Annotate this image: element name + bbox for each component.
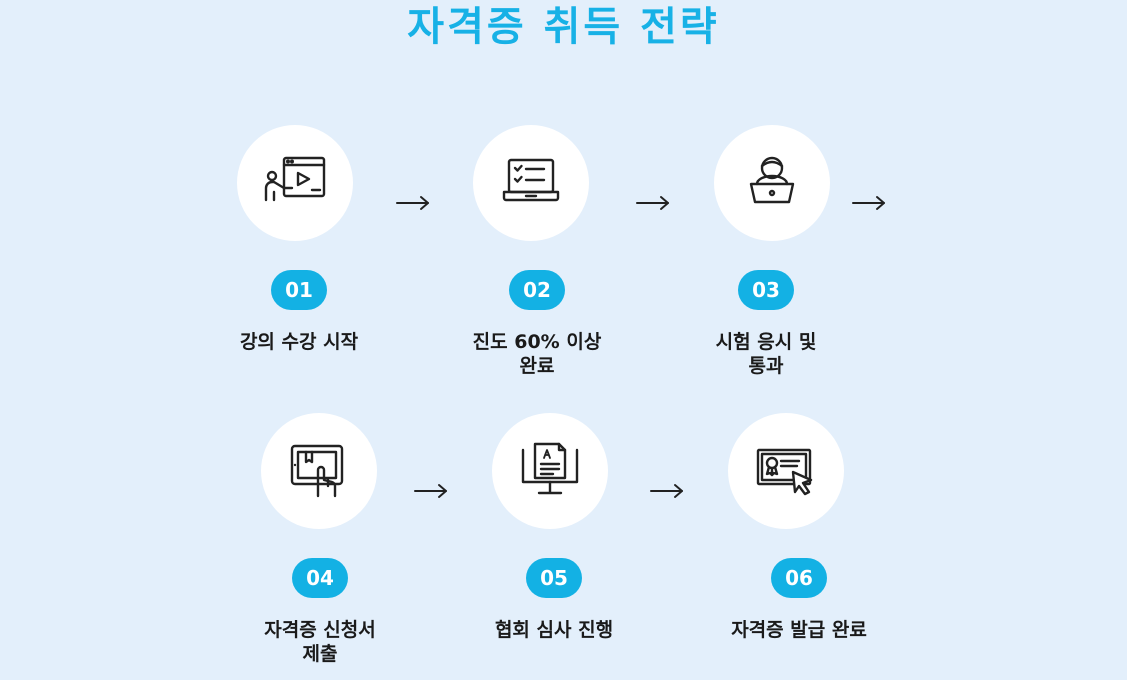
- step-4-number-badge: 04: [292, 558, 348, 598]
- tablet-touch-icon: [290, 444, 344, 498]
- certificate-click-icon: [756, 448, 813, 496]
- step-5-label: 협회 심사 진행: [494, 619, 614, 641]
- arrow-right-icon: [852, 195, 886, 211]
- step-5-number-badge: 05: [526, 558, 582, 598]
- step-2-label: 진도 60% 이상 완료: [472, 331, 602, 377]
- step-2-icon-circle: [473, 125, 589, 241]
- laptop-checklist-icon: [502, 158, 560, 202]
- step-6-icon-circle: [728, 413, 844, 529]
- arrow-right-icon: [636, 195, 670, 211]
- arrow-right-icon: [414, 483, 448, 499]
- step-5-icon-circle: [492, 413, 608, 529]
- step-1-number-badge: 01: [271, 270, 327, 310]
- step-3-icon-circle: [714, 125, 830, 241]
- page-title: 자격증 취득 전략: [407, 4, 720, 50]
- step-3-number-badge: 03: [738, 270, 794, 310]
- step-1-label: 강의 수강 시작: [239, 331, 359, 353]
- step-4-icon-circle: [261, 413, 377, 529]
- step-6-label: 자격증 발급 완료: [731, 619, 867, 641]
- arrow-right-icon: [396, 195, 430, 211]
- step-1-icon-circle: [237, 125, 353, 241]
- step-6-number-badge: 06: [771, 558, 827, 598]
- monitor-document-icon: [521, 442, 579, 495]
- video-lecture-icon: [264, 156, 326, 202]
- person-laptop-icon: [749, 156, 795, 204]
- step-2-number-badge: 02: [509, 270, 565, 310]
- arrow-right-icon: [650, 483, 684, 499]
- step-4-label: 자격증 신청서 제출: [264, 619, 376, 665]
- step-3-label: 시험 응시 및 통과: [715, 331, 817, 377]
